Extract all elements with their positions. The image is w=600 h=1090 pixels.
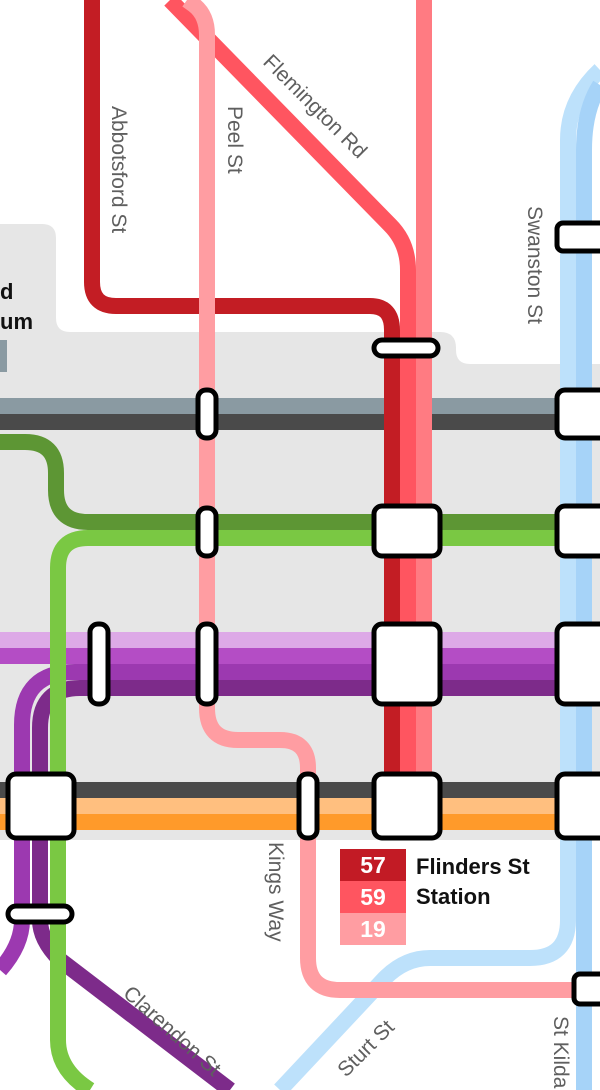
- stop-marker[interactable]: [571, 971, 600, 1007]
- light-blue-line: [274, 64, 600, 1090]
- sky-blue-line: [576, 80, 600, 1090]
- stop-marker[interactable]: [554, 220, 600, 254]
- stop-marker[interactable]: [371, 503, 443, 559]
- stop-marker[interactable]: [371, 771, 443, 841]
- stop-marker[interactable]: [87, 621, 111, 707]
- stop-marker[interactable]: [296, 771, 320, 841]
- street-label-peel: Peel St: [223, 106, 246, 174]
- landmark-label-line2: um: [0, 309, 33, 334]
- station-name-line1: Flinders St: [416, 854, 530, 879]
- stop-marker[interactable]: [554, 621, 600, 707]
- street-label-st-kilda: St Kilda: [549, 1016, 572, 1089]
- stop-marker[interactable]: [5, 903, 75, 925]
- charcoal-line: [0, 414, 600, 430]
- route-badge-59: [340, 881, 406, 913]
- station-name-line2: Station: [416, 884, 491, 909]
- slate-bar-fragment: [0, 340, 7, 372]
- street-label-swanston: Swanston St: [523, 206, 546, 324]
- stop-marker[interactable]: [195, 621, 219, 707]
- dark-green-line: [0, 434, 600, 530]
- route-number-59: 59: [360, 884, 386, 910]
- route-number-19: 19: [360, 916, 386, 942]
- route-badge-19: [340, 913, 406, 945]
- landmark-label-line1: d: [0, 279, 13, 304]
- dark-red-line: [84, 0, 400, 790]
- stop-marker[interactable]: [554, 503, 600, 559]
- street-label-kings-way: Kings Way: [264, 842, 287, 942]
- street-label-abbotsford: Abbotsford St: [107, 106, 130, 233]
- station-route-badges: 57 59 19: [340, 849, 406, 945]
- stop-marker[interactable]: [554, 771, 600, 841]
- lavender-line: [0, 632, 600, 648]
- stop-marker[interactable]: [371, 337, 441, 359]
- route-19-line: [182, 0, 600, 998]
- purple-line: [0, 648, 600, 664]
- stop-marker[interactable]: [371, 621, 443, 707]
- street-label-clarendon: Clarendon St: [119, 982, 226, 1081]
- stop-marker[interactable]: [195, 505, 219, 559]
- route-number-57: 57: [360, 852, 386, 878]
- route-57-line: [164, 0, 416, 790]
- stop-marker[interactable]: [195, 387, 219, 441]
- route-badge-57: [340, 849, 406, 881]
- stop-marker[interactable]: [5, 771, 77, 841]
- stop-marker[interactable]: [554, 387, 600, 441]
- slate-line: [0, 398, 600, 414]
